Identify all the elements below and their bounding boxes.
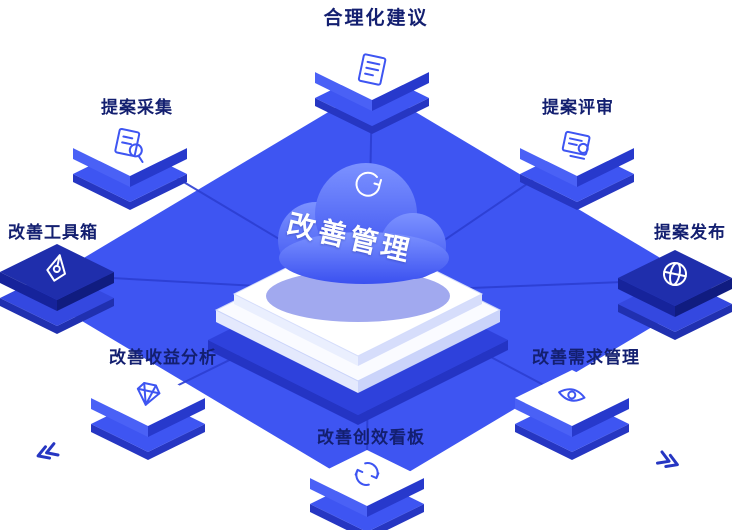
sheet-upper-right-face — [358, 294, 482, 366]
globe-icon — [663, 262, 687, 286]
chevron-decoration-right — [656, 450, 679, 468]
node-improvement-toolbox — [0, 244, 114, 334]
tile-right-face — [577, 148, 634, 187]
magnifier-document-icon — [114, 127, 144, 163]
node-label-kanban: 改善创效看板 — [317, 428, 425, 447]
node-label-proposal-publish: 提案发布 — [654, 223, 726, 242]
node-rationalization-suggestion — [315, 44, 429, 134]
node-label-demand-management: 改善需求管理 — [532, 348, 640, 367]
cloud-shadow — [266, 270, 450, 322]
tile-top — [618, 250, 732, 306]
tile-left-face — [73, 148, 130, 187]
sheet-upper-left-face — [234, 294, 358, 366]
node-base-edge — [0, 298, 114, 334]
chevron-decoration-left — [36, 442, 60, 460]
tile-right-face — [572, 398, 629, 437]
node-base-edge — [520, 174, 634, 210]
drafting-tool-icon — [46, 254, 66, 282]
node-base-edge — [515, 424, 629, 460]
tile-top — [310, 450, 424, 506]
sheet-lower-left-face — [216, 310, 358, 393]
tile-left-face — [315, 72, 372, 111]
node-proposal-review — [520, 120, 634, 210]
node-kanban — [310, 450, 424, 530]
tile-left-face — [310, 478, 367, 517]
node-label-rationalization-suggestion: 合理化建议 — [323, 8, 429, 29]
eye-icon — [558, 388, 586, 402]
center-platform-stack — [208, 231, 508, 425]
tile-right-face — [130, 148, 187, 187]
node-label-proposal-collection: 提案采集 — [101, 98, 173, 117]
node-label-improvement-toolbox: 改善工具箱 — [8, 223, 98, 242]
tile-top — [315, 44, 429, 100]
tile-left-face — [618, 278, 675, 317]
sheet-lower-right-face — [358, 310, 500, 393]
tile-left-face — [0, 272, 57, 311]
node-proposal-publish — [618, 250, 732, 340]
node-label-proposal-review: 提案评审 — [542, 98, 614, 117]
node-label-benefit-analysis: 改善收益分析 — [109, 348, 217, 367]
node-base-edge — [315, 98, 429, 134]
node-base-edge — [91, 424, 205, 460]
cloud-shape — [278, 163, 449, 284]
tile-left-face — [91, 398, 148, 437]
node-benefit-analysis — [91, 370, 205, 460]
node-proposal-collection — [73, 120, 187, 210]
node-base-edge — [73, 174, 187, 210]
tile-left-face — [515, 398, 572, 437]
tile-left-face — [520, 148, 577, 187]
node-demand-management — [515, 370, 629, 460]
tile-right-face — [367, 478, 424, 517]
tile-right-face — [675, 278, 732, 317]
cycle-icon — [355, 171, 382, 197]
tile-right-face — [57, 272, 114, 311]
center-cloud — [266, 163, 450, 322]
gem-icon — [136, 381, 161, 406]
node-base-edge — [310, 504, 424, 530]
tile-top — [91, 370, 205, 426]
stamp-document-icon — [561, 130, 591, 160]
sync-arrows-icon — [354, 462, 380, 486]
tile-top — [520, 120, 634, 176]
node-base-edge — [618, 304, 732, 340]
tile-right-face — [372, 72, 429, 111]
document-icon — [357, 53, 387, 86]
tile-right-face — [148, 398, 205, 437]
